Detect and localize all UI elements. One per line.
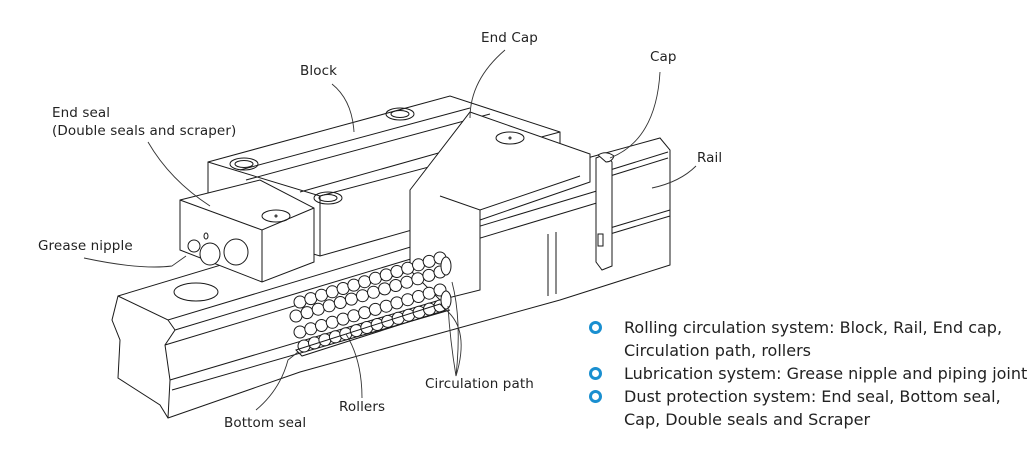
label-block: Block [300,63,338,79]
grease-nipple [187,232,249,266]
label-end-seal: End seal [52,105,111,121]
roller [412,258,425,272]
legend-text: Lubrication system: Grease nipple and pi… [624,364,1028,383]
roller [347,278,361,292]
cap [595,152,615,271]
ring-bullet-icon [589,321,602,334]
roller [315,288,328,302]
roller [322,299,336,313]
roller [289,309,303,323]
label-grease-nipple: Grease nipple [38,238,133,254]
roller [315,319,328,332]
roller [368,302,382,316]
roller [358,275,372,289]
label-cap: Cap [650,49,677,65]
legend: Rolling circulation system: Block, Rail,… [586,316,1032,431]
roller [401,261,415,275]
label-rollers: Rollers [339,399,386,415]
label-end-cap: End Cap [481,30,538,46]
roller [336,312,350,326]
roller [325,285,339,299]
legend-text-cont: Circulation path, rollers [624,341,811,360]
legend-item-rolling-circulation: Rolling circulation system: Block, Rail,… [586,316,1032,362]
roller [379,268,393,282]
label-rail: Rail [697,150,723,166]
roller [358,306,372,320]
label-bottom-seal: Bottom seal [224,415,307,431]
roller [304,322,318,336]
legend-text: Dust protection system: End seal, Bottom… [624,387,1001,406]
roller [300,306,314,320]
legend-item-dust-protection: Dust protection system: End seal, Bottom… [586,385,1032,431]
label-end-seal-detail: (Double seals and scraper) [52,123,237,139]
roller [422,254,436,268]
roller [336,282,350,295]
roller [401,293,415,307]
roller [367,285,380,299]
roller [311,302,325,316]
roller [389,279,403,292]
roller [325,315,339,329]
roller [411,272,425,286]
label-circulation-path: Circulation path [425,376,534,392]
ring-bullet-icon [589,390,602,403]
roller [304,292,318,306]
roller [368,271,382,285]
roller [422,286,436,300]
leader-lines [83,49,697,411]
roller [390,296,404,310]
roller [422,268,436,282]
roller [293,295,307,309]
circulation-path-ends [440,256,452,310]
roller [379,299,393,313]
roller [347,309,361,323]
roller [344,292,358,306]
roller [390,265,404,278]
roller [412,290,425,303]
roller [400,275,414,289]
legend-item-lubrication: Lubrication system: Grease nipple and pi… [586,362,1032,385]
ring-bullet-icon [589,367,602,380]
legend-text: Rolling circulation system: Block, Rail,… [624,318,1003,337]
legend-text-cont: Cap, Double seals and Scraper [624,410,871,429]
roller [333,296,347,309]
roller [378,282,392,296]
roller [356,289,369,303]
roller [293,325,307,339]
